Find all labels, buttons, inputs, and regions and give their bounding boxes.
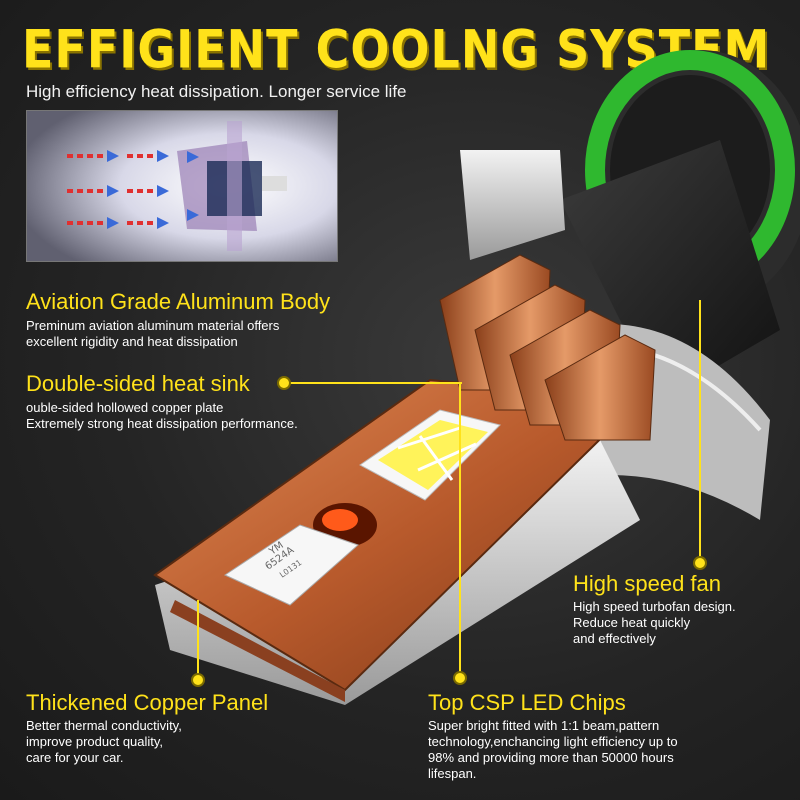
feature-heatsink-line: Extremely strong heat dissipation perfor… [26,416,298,431]
feature-aluminum-title: Aviation Grade Aluminum Body [26,289,331,314]
feature-chips-line: lifespan. [428,766,477,781]
feature-chips-title: Top CSP LED Chips [428,690,626,715]
feature-copper-line: Better thermal conductivity, [26,718,182,733]
heat-arrows [67,150,199,229]
feature-copper-title: Thickened Copper Panel [26,690,269,715]
feature-chips-line: 98% and providing more than 50000 hours [428,750,674,765]
aluminum-bracket [460,150,565,260]
feature-aluminum-line: Preminum aviation aluminum material offe… [26,318,280,333]
feature-copper-line: improve product quality, [26,734,164,749]
heat-sink-fins [439,254,656,441]
feature-heatsink-line: ouble-sided hollowed copper plate [26,400,224,415]
feature-fan-line: Reduce heat quickly [573,615,691,630]
feature-fan-line: High speed turbofan design. [573,599,736,614]
feature-fan-line: and effectively [573,631,656,646]
feature-aluminum-line: excellent rigidity and heat dissipation [26,334,238,349]
callout-dots [191,376,707,687]
feature-heatsink-title: Double-sided heat sink [26,371,250,396]
callout-lines [197,300,701,678]
mini-bulb [177,121,287,251]
feature-copper-line: care for your car. [26,750,124,765]
feature-fan-title: High speed fan [573,571,721,596]
marked-chip: YM 6524A L0131 [223,524,359,606]
feature-chips-line: Super bright fitted with 1:1 beam,patter… [428,718,660,733]
heat-flow-inset [26,110,338,262]
page-subtitle: High efficiency heat dissipation. Longer… [26,82,407,101]
feature-chips-line: technology,enchancing light efficiency u… [428,734,678,749]
